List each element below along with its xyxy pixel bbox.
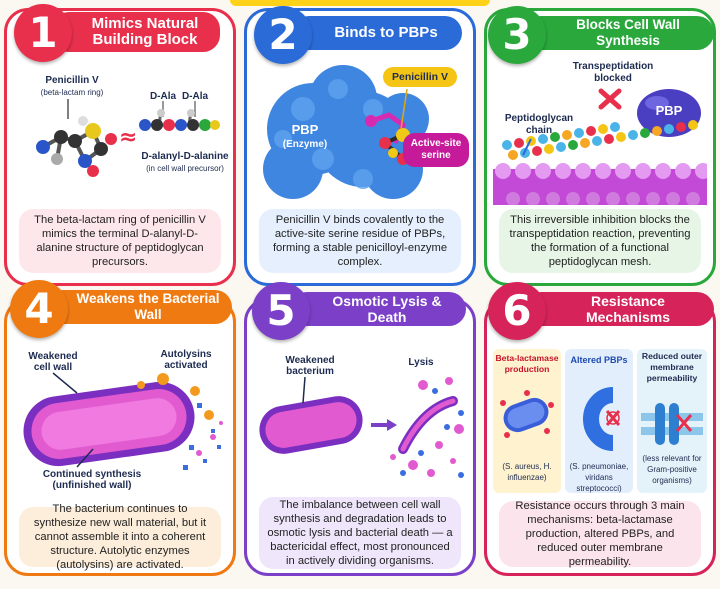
panel-6-title: Resistance Mechanisms	[524, 292, 714, 326]
altered-pbps-note: (S. pneumoniae, viridans streptococci)	[569, 462, 629, 493]
dala-label-2: D-Ala	[181, 91, 209, 102]
beta-ring-label: (beta-lactam ring)	[40, 88, 104, 97]
beta-lactamase-bacterium	[500, 390, 554, 438]
active-site-tag: Active-site serine	[403, 133, 469, 167]
panel-1-title-line-2: Building Block	[92, 31, 198, 48]
weakened-label: Weakened	[285, 355, 335, 366]
panel-5-title: Osmotic Lysis & Death	[290, 292, 466, 326]
continued-synthesis-label: Continued synthesis	[42, 469, 142, 480]
panel-1-illustration: Penicillin V (beta-lactam ring)	[13, 59, 229, 205]
beta-lactamase-title: Beta-lactamase production	[495, 353, 559, 374]
autolysins-label: Autolysins	[160, 349, 212, 360]
panel-2-title: Binds to PBPs	[292, 16, 462, 50]
step-number-4: 4	[10, 280, 68, 338]
enzyme-label: (Enzyme)	[282, 139, 328, 150]
panel-3-illustration: Transpeptidation blocked	[493, 59, 707, 205]
blocked-x-icon	[598, 88, 622, 110]
altered-pbp-icon	[583, 387, 621, 451]
arrow-right-icon	[387, 419, 397, 431]
cell-wall-label: cell wall	[33, 362, 73, 373]
pbp-label: PBP	[655, 103, 683, 118]
step-number-2: 2	[254, 6, 312, 64]
permeability-note: (less relevant for Gram-positive organis…	[642, 454, 702, 485]
lysis-label: Lysis	[408, 357, 434, 368]
panel-6-illustration: Beta-lactamase production (S. aureus, H.…	[493, 349, 707, 495]
panel-5: Weakened bacterium Lysis The imbalance b…	[244, 298, 476, 576]
chain-label: chain	[525, 125, 553, 136]
top-accent-bar	[230, 0, 490, 6]
panel-2-caption: Penicillin V binds covalently to the act…	[259, 209, 461, 273]
membrane-porin-icon	[641, 403, 703, 445]
precursor-label: (in cell wall precursor)	[146, 164, 224, 173]
weakened-bacterium-diagram	[23, 372, 223, 470]
beta-lactamase-note: (S. aureus, H. influenzae)	[502, 462, 552, 482]
panel-6: Beta-lactamase production (S. aureus, H.…	[484, 298, 716, 576]
panel-5-illustration: Weakened bacterium Lysis	[253, 349, 467, 495]
penicillin-tag: Penicillin V	[383, 67, 457, 87]
panel-4-illustration: Weakened cell wall Autolysins activated …	[13, 349, 227, 495]
unfinished-wall-label: (unfinished wall)	[52, 480, 132, 491]
molecule-diagram	[36, 99, 220, 177]
peptidoglycan-diagram	[493, 88, 707, 205]
approx-sign: ≈	[119, 125, 138, 150]
panel-5-caption: The imbalance between cell wall synthesi…	[259, 497, 461, 569]
permeability-title: Reduced outer membrane permeability	[641, 351, 703, 383]
peptidoglycan-label: Peptidoglycan	[504, 113, 574, 124]
panel-1: Penicillin V (beta-lactam ring)	[4, 8, 236, 286]
panel-1-caption: The beta-lactam ring of penicillin V mim…	[19, 209, 221, 273]
active-site-label: Active-site	[410, 138, 462, 149]
pbp-label: PBP	[291, 122, 319, 137]
altered-pbps-box: Altered PBPs (S. pneumoniae, viridans st…	[565, 349, 633, 493]
transpeptidation-label: Transpeptidation	[572, 61, 654, 72]
penicillin-label: Penicillin V	[45, 75, 99, 86]
blocked-label: blocked	[594, 73, 632, 84]
panel-1-title-line-1: Mimics Natural	[91, 15, 199, 32]
serine-label: serine	[421, 150, 451, 161]
lysis-diagram	[259, 376, 464, 478]
step-number-1: 1	[14, 4, 72, 62]
step-number-5: 5	[252, 282, 310, 340]
dala-label-1: D-Ala	[149, 91, 177, 102]
beta-lactamase-box: Beta-lactamase production (S. aureus, H.…	[493, 349, 561, 493]
step-number-3: 3	[488, 6, 546, 64]
permeability-box: Reduced outer membrane permeability (les…	[637, 349, 707, 493]
panel-4: Weakened cell wall Autolysins activated …	[4, 298, 236, 576]
bacterium-label: bacterium	[286, 366, 334, 377]
panel-6-caption: Resistance occurs through 3 main mechani…	[499, 500, 701, 568]
dipeptide-label: D-alanyl-D-alanine	[141, 151, 229, 162]
altered-pbps-title: Altered PBPs	[570, 355, 628, 365]
weakened-label: Weakened	[28, 351, 78, 362]
panel-2: Penicillin V PBP (Enzyme) Active-site se…	[244, 8, 476, 286]
activated-label: activated	[164, 360, 208, 371]
panel-4-caption: The bacterium continues to synthesize ne…	[19, 503, 221, 571]
panel-3-caption: This irreversible inhibition blocks the …	[499, 209, 701, 273]
panel-4-title: Weakens the Bacterial Wall	[46, 290, 232, 324]
panel-2-illustration: Penicillin V PBP (Enzyme) Active-site se…	[253, 59, 469, 205]
panel-1-title: Mimics Natural Building Block	[52, 12, 220, 52]
panel-3-title: Blocks Cell Wall Synthesis	[524, 16, 714, 50]
step-number-6: 6	[488, 282, 546, 340]
